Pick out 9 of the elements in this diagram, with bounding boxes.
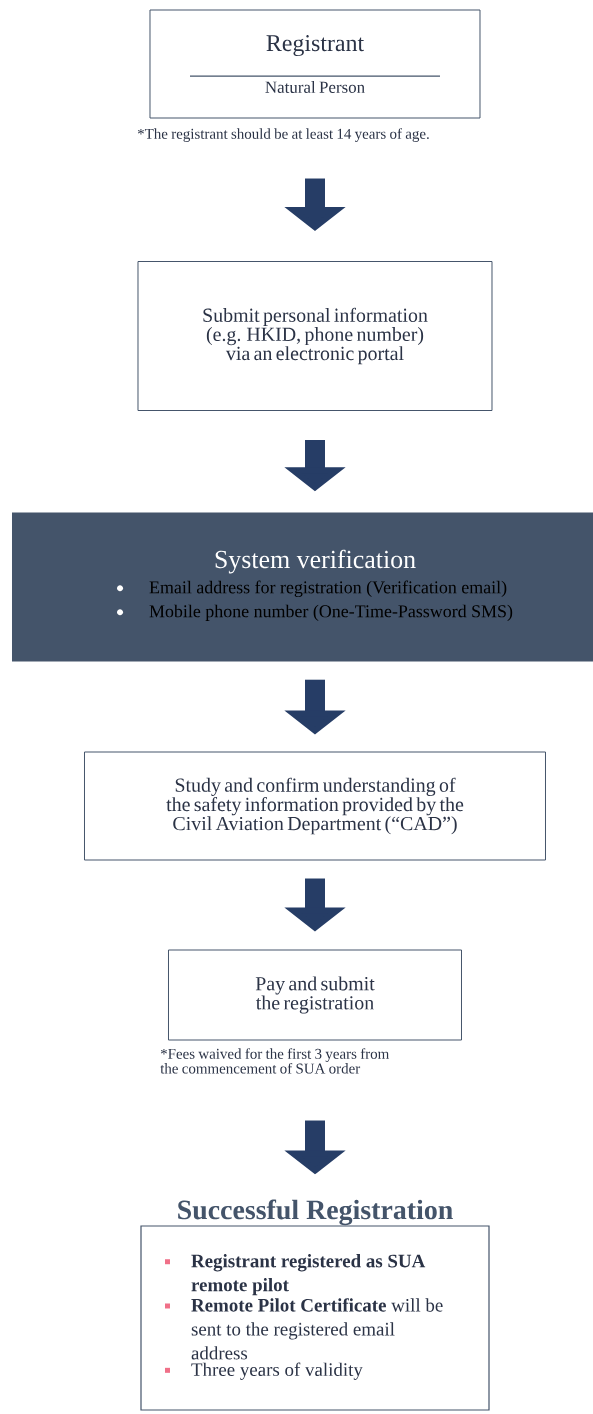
footnote-text: *Fees waived for the first 3 years from the commencement of SUA order xyxy=(160,1048,390,1074)
verification-panel: System verification Email address for registration (Verification email) Mobile phone number (One-Time-Password SMS) xyxy=(12,512,593,662)
process-box: Study and confirm understanding of the safety information provided by the Civil Aviation Department (“CAD”) xyxy=(84,751,546,861)
footnote-text: *The registrant should be at least 14 years of age. xyxy=(137,128,429,142)
process-box: Registrant Natural Person xyxy=(149,9,481,119)
heading: Successful Registration xyxy=(178,1199,453,1226)
process-box: Submit personal information (e.g. HKID, phone number) via an electronic portal xyxy=(137,261,493,411)
result-box: Registrant registered as SUA remote pilot Remote Pilot Certificate will be sent to the registered email address Three years of validity xyxy=(140,1225,490,1411)
process-box: Pay and submit the registration xyxy=(168,949,462,1041)
